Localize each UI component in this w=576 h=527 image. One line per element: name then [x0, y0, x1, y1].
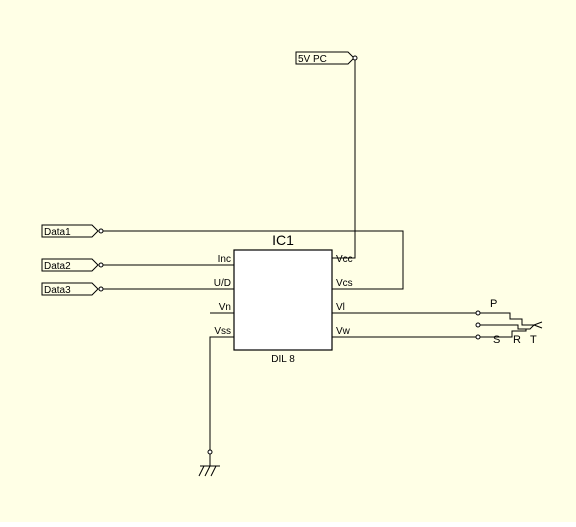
data2-node [98, 262, 104, 268]
wire-vss-ground [209, 336, 234, 450]
power-connector-node [352, 55, 358, 61]
ic-package: DIL 8 [271, 354, 295, 365]
ic-reference: IC1 [272, 232, 294, 248]
ic-body [233, 249, 333, 351]
plug-label-t: T [530, 334, 537, 346]
plug-label-r: R [513, 334, 521, 346]
plug-label-s: S [493, 334, 500, 346]
data3-connector-shape [41, 282, 99, 296]
wire-data1-vcs [103, 230, 404, 290]
pin-inc-label: Inc [218, 254, 231, 265]
data1-node [98, 228, 104, 234]
pin-vcs-label: Vcs [336, 278, 353, 289]
data1-label: Data1 [44, 227, 71, 238]
audio-jack-icon [475, 310, 543, 340]
pin-vss-label: Vss [214, 326, 231, 337]
ground-icon [198, 454, 220, 477]
pin-vcc-label: Vcc [336, 254, 353, 265]
pin-vn-label: Vn [219, 302, 231, 313]
plug-label-p: P [490, 298, 497, 310]
wire-vcc [332, 60, 356, 259]
power-connector-label: 5V PC [298, 54, 327, 65]
data3-label: Data3 [44, 285, 71, 296]
data2-label: Data2 [44, 261, 71, 272]
pin-ud-label: U/D [214, 278, 231, 289]
pin-vw-label: Vw [336, 326, 351, 337]
data1-connector-shape [41, 224, 99, 238]
ground-node [207, 449, 213, 455]
data2-connector-shape [41, 258, 99, 272]
data3-node [98, 286, 104, 292]
power-connector-shape [295, 51, 355, 65]
pin-vl-label: Vl [336, 302, 345, 313]
